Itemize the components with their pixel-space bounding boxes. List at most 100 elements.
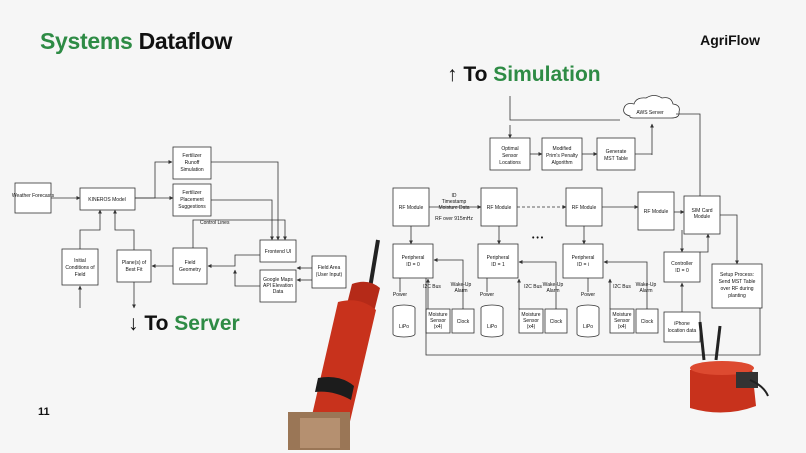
svg-text:RF over 915mHz: RF over 915mHz	[435, 216, 473, 222]
svg-text:Field: Field	[185, 260, 196, 266]
control-lines-label: Control Lines	[200, 220, 230, 226]
svg-text:Wake-Up: Wake-Up	[451, 282, 472, 288]
sim-card-node: SIM Card Module	[683, 195, 721, 235]
sensor-device-image	[288, 239, 380, 450]
svg-text:Runoff: Runoff	[185, 160, 200, 166]
peripheral-1-components: Power LiPo I2C Bus Wake-Up Alarm Moistur…	[480, 260, 568, 338]
svg-text:Sensor: Sensor	[614, 318, 630, 324]
rf-module-0: RF Module	[392, 187, 430, 227]
title-rest: Dataflow	[138, 28, 233, 54]
svg-text:Google Maps: Google Maps	[263, 277, 293, 283]
svg-text:Field: Field	[75, 272, 86, 278]
frontend-ui-node: Frontend UI	[259, 239, 297, 263]
svg-text:Frontend UI: Frontend UI	[265, 249, 291, 255]
optimal-sensor-node: Optimal Sensor Locations	[489, 137, 531, 171]
svg-text:location data: location data	[668, 328, 697, 334]
svg-text:RF Module: RF Module	[644, 209, 669, 215]
svg-text:Timestamp: Timestamp	[442, 199, 467, 205]
svg-text:Peripheral: Peripheral	[572, 255, 595, 261]
svg-text:Initial: Initial	[74, 258, 86, 264]
svg-text:ID: ID	[452, 193, 457, 199]
svg-text:Plane(s) of: Plane(s) of	[122, 260, 147, 266]
svg-text:Wake-Up: Wake-Up	[636, 282, 657, 288]
svg-text:Clock: Clock	[457, 319, 470, 325]
svg-text:Locations: Locations	[499, 160, 521, 166]
svg-text:Controller: Controller	[671, 261, 693, 267]
ellipsis-label: • • •	[532, 235, 544, 242]
svg-text:Modified: Modified	[553, 146, 572, 152]
svg-text:Wake-Up: Wake-Up	[543, 282, 564, 288]
svg-text:I2C Bus: I2C Bus	[423, 284, 441, 290]
svg-text:Best Fit: Best Fit	[126, 267, 144, 273]
svg-text:iPhone: iPhone	[674, 321, 690, 327]
svg-text:Optimal: Optimal	[501, 146, 518, 152]
initial-conditions-node: Initial Conditions of Field	[61, 248, 99, 286]
svg-text:RF Module: RF Module	[399, 205, 424, 211]
svg-text:Clock: Clock	[641, 319, 654, 325]
svg-text:(x4): (x4)	[434, 324, 443, 330]
svg-text:Peripheral: Peripheral	[402, 255, 425, 261]
svg-text:I2C Bus: I2C Bus	[613, 284, 631, 290]
brand-logo-text: AgriFlow	[700, 32, 760, 48]
slide-title: Systems Dataflow	[40, 28, 232, 55]
svg-text:Data: Data	[273, 289, 284, 295]
peripheral-0-components: Power LiPo I2C Bus Wake-Up Alarm Moistur…	[392, 258, 475, 338]
packet-label: ID Timestamp Moisture Data RF over 915mH…	[435, 193, 473, 222]
svg-text:SIM Card: SIM Card	[691, 208, 712, 214]
svg-text:Generate: Generate	[606, 149, 627, 155]
svg-text:Moisture: Moisture	[521, 312, 540, 318]
to-server-prefix: To	[144, 312, 169, 335]
svg-text:ID = 0: ID = 0	[675, 268, 689, 274]
svg-text:(User Input): (User Input)	[316, 272, 343, 278]
svg-text:Moisture: Moisture	[428, 312, 447, 318]
weather-forecasts-node: Weather Forecasts	[12, 182, 55, 214]
svg-text:Power: Power	[581, 292, 596, 298]
rf-module-1: RF Module	[480, 187, 518, 227]
setup-bus-line	[425, 278, 761, 356]
svg-text:ID = 0: ID = 0	[406, 262, 420, 268]
svg-text:Moisture Data: Moisture Data	[438, 205, 469, 211]
svg-text:LiPo: LiPo	[583, 324, 593, 330]
svg-text:LiPo: LiPo	[487, 324, 497, 330]
rf-module-controller: RF Module	[637, 191, 675, 231]
svg-text:Field Area: Field Area	[318, 265, 341, 271]
svg-text:Suggestions: Suggestions	[178, 204, 206, 210]
planes-best-fit-node: Plane(s) of Best Fit	[116, 249, 152, 283]
field-area-node: Field Area (User Input)	[311, 255, 347, 289]
to-server-highlight: Server	[174, 312, 240, 335]
controller-node: Controller ID = 0	[663, 251, 701, 283]
generate-mst-node: Generate MST Table	[596, 137, 636, 171]
svg-text:planting: planting	[728, 293, 746, 299]
peripheral-i-components: Power LiPo I2C Bus Wake-Up Alarm Moistur…	[576, 260, 659, 338]
kineros-model-node: KINEROS Model	[79, 187, 136, 211]
svg-text:MST Table: MST Table	[604, 156, 628, 162]
down-arrow-icon: ↓	[128, 312, 139, 335]
up-arrow-icon: ↑	[447, 63, 458, 86]
rf-module-i: RF Module	[565, 187, 603, 227]
controller-device-image	[690, 321, 769, 413]
svg-text:Simulation: Simulation	[180, 167, 204, 173]
svg-text:API Elevation: API Elevation	[263, 283, 293, 289]
svg-text:Send MST Table: Send MST Table	[719, 279, 756, 285]
svg-text:Power: Power	[480, 292, 495, 298]
svg-text:Power: Power	[393, 292, 408, 298]
svg-text:Fertilizer: Fertilizer	[182, 153, 202, 159]
google-maps-node: Google Maps API Elevation Data	[259, 269, 297, 303]
svg-text:I2C Bus: I2C Bus	[524, 284, 542, 290]
to-simulation-label: ↑ To Simulation	[447, 63, 601, 87]
to-server-label: ↓ To Server	[128, 312, 240, 336]
to-simulation-prefix: To	[463, 63, 488, 86]
svg-text:Moisture: Moisture	[612, 312, 631, 318]
svg-text:Conditions of: Conditions of	[65, 265, 95, 271]
svg-text:Placement: Placement	[180, 197, 204, 203]
svg-text:ID = 1: ID = 1	[491, 262, 505, 268]
svg-text:Alarm: Alarm	[639, 288, 652, 294]
svg-text:Alarm: Alarm	[454, 288, 467, 294]
svg-text:Setup Process:: Setup Process:	[720, 272, 754, 278]
title-highlight: Systems	[40, 28, 133, 54]
svg-text:Algorithm: Algorithm	[551, 160, 572, 166]
peripheral-0: Peripheral ID = 0	[392, 243, 434, 279]
svg-text:Sensor: Sensor	[430, 318, 446, 324]
svg-text:Alarm: Alarm	[546, 288, 559, 294]
